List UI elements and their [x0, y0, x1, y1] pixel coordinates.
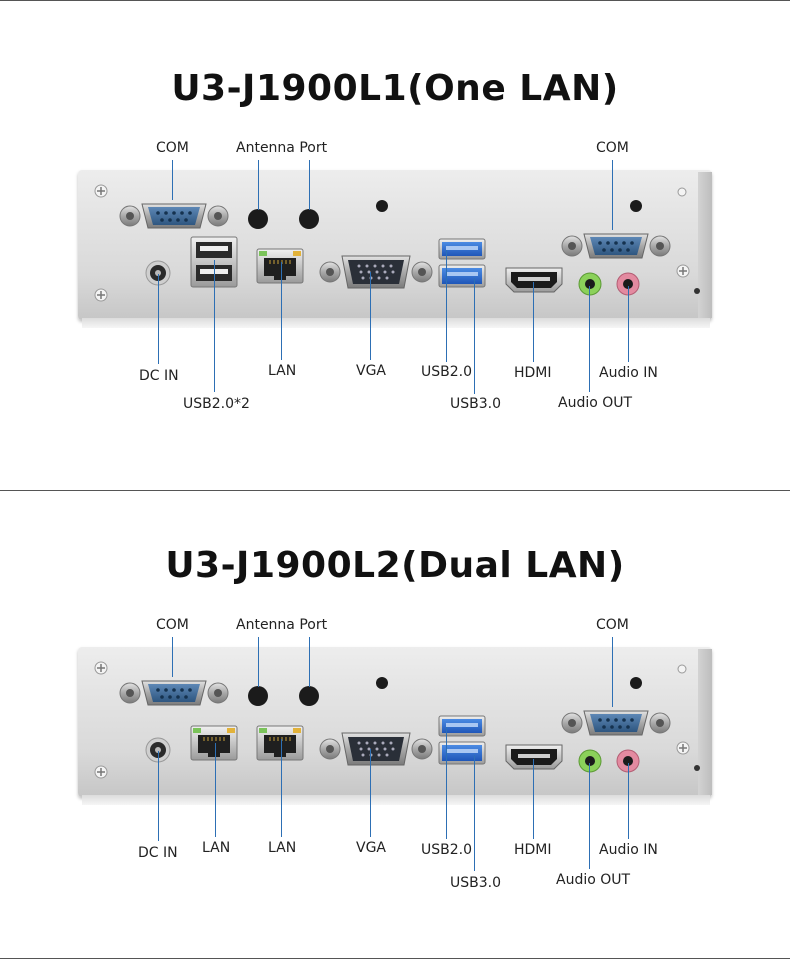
audio-in-jack-icon	[616, 272, 640, 296]
label-lan-1: LAN	[202, 840, 231, 856]
antenna-hole-icon	[299, 686, 319, 706]
lan-port-icon	[256, 248, 304, 284]
audio-in-jack-icon	[616, 749, 640, 773]
label-hdmi: HDMI	[514, 365, 552, 381]
leader-vga	[370, 749, 371, 837]
audio-out-jack-icon	[578, 749, 602, 773]
screw-icon	[677, 664, 687, 674]
hdmi-port-icon	[505, 744, 563, 770]
section-divider	[0, 490, 790, 491]
label-antenna-port: Antenna Port	[236, 617, 328, 633]
leader-dc-in	[158, 751, 159, 841]
label-usb2: USB2.0	[421, 364, 473, 380]
leader-audio-in	[628, 286, 629, 362]
lan-port-2-icon	[256, 725, 304, 761]
com-port-left-icon	[119, 203, 229, 229]
panel-edge	[698, 172, 712, 318]
leader-usb3	[474, 278, 475, 394]
leader-dc-in	[158, 274, 159, 364]
panel-lip	[82, 318, 710, 328]
section-one-lan: U3-J1900L1(One LAN)	[0, 0, 790, 470]
leader-hdmi	[533, 282, 534, 362]
label-usb2-dual: USB2.0*2	[183, 396, 250, 412]
label-com-right: COM	[596, 140, 629, 156]
dc-in-jack-icon	[145, 260, 171, 286]
screw-icon	[94, 765, 108, 779]
leader-com-left	[172, 160, 173, 200]
lan-port-1-icon	[190, 725, 238, 761]
screw-icon	[676, 741, 690, 755]
screw-icon	[676, 264, 690, 278]
vent-hole-icon	[630, 200, 642, 212]
screw-icon	[677, 187, 687, 197]
panel-lip	[82, 795, 710, 805]
label-com-right: COM	[596, 617, 629, 633]
leader-audio-out	[589, 286, 590, 392]
vent-hole-icon	[376, 200, 388, 212]
bottom-divider	[0, 958, 790, 959]
com-port-right-icon	[561, 233, 671, 259]
leader-vga	[370, 272, 371, 360]
label-antenna-port: Antenna Port	[236, 140, 328, 156]
leader-antenna-2	[309, 160, 310, 210]
antenna-hole-icon	[248, 209, 268, 229]
label-audio-in: Audio IN	[599, 365, 658, 381]
label-lan: LAN	[268, 363, 297, 379]
label-audio-in: Audio IN	[599, 842, 658, 858]
leader-com-right	[612, 637, 613, 707]
panel-edge	[698, 649, 712, 795]
leader-usb2	[446, 727, 447, 839]
label-dc-in: DC IN	[139, 368, 179, 384]
label-com-left: COM	[156, 617, 189, 633]
vent-hole-icon	[376, 677, 388, 689]
com-port-right-icon	[561, 710, 671, 736]
leader-usb3	[474, 755, 475, 871]
com-port-left-icon	[119, 680, 229, 706]
label-audio-out: Audio OUT	[558, 395, 633, 411]
usb2-port-icon	[438, 238, 486, 260]
top-divider	[0, 0, 790, 1]
usb3-port-icon	[438, 264, 486, 288]
label-usb2: USB2.0	[421, 842, 473, 858]
usb3-port-icon	[438, 741, 486, 765]
leader-audio-out	[589, 763, 590, 869]
leader-usb2	[446, 250, 447, 362]
vga-port-icon	[319, 255, 433, 289]
leader-antenna-1	[258, 160, 259, 210]
leader-hdmi	[533, 759, 534, 839]
label-lan-2: LAN	[268, 840, 297, 856]
antenna-hole-icon	[248, 686, 268, 706]
section-title: U3-J1900L1(One LAN)	[171, 68, 619, 109]
screw-icon	[94, 661, 108, 675]
screw-icon	[694, 765, 700, 771]
audio-out-jack-icon	[578, 272, 602, 296]
leader-com-left	[172, 637, 173, 677]
leader-lan-2	[281, 739, 282, 837]
screw-icon	[694, 288, 700, 294]
label-dc-in: DC IN	[138, 845, 178, 861]
section-title: U3-J1900L2(Dual LAN)	[165, 545, 625, 586]
label-audio-out: Audio OUT	[556, 872, 631, 888]
antenna-hole-icon	[299, 209, 319, 229]
label-vga: VGA	[356, 363, 387, 379]
leader-lan-1	[215, 743, 216, 837]
leader-lan	[281, 262, 282, 360]
leader-antenna-2	[309, 637, 310, 687]
section-dual-lan: U3-J1900L2(Dual LAN)	[0, 477, 790, 947]
screw-icon	[94, 184, 108, 198]
vga-port-icon	[319, 732, 433, 766]
label-usb3: USB3.0	[450, 396, 502, 412]
leader-antenna-1	[258, 637, 259, 687]
leader-usb2-dual	[214, 260, 215, 392]
label-vga: VGA	[356, 840, 387, 856]
screw-icon	[94, 288, 108, 302]
leader-com-right	[612, 160, 613, 230]
vent-hole-icon	[630, 677, 642, 689]
usb2-port-icon	[438, 715, 486, 737]
label-com-left: COM	[156, 140, 189, 156]
label-usb3: USB3.0	[450, 875, 502, 891]
label-hdmi: HDMI	[514, 842, 552, 858]
leader-audio-in	[628, 763, 629, 839]
hdmi-port-icon	[505, 267, 563, 293]
